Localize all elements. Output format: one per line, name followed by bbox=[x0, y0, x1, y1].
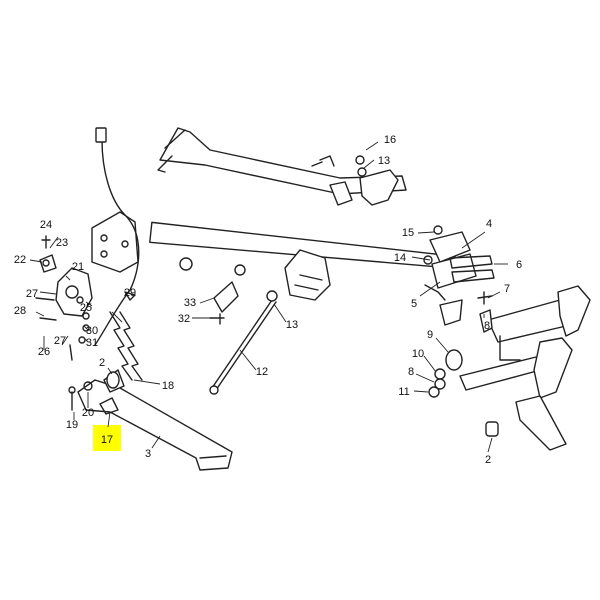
callout-label: 18 bbox=[162, 380, 174, 392]
callout-label: 24 bbox=[40, 219, 52, 231]
callout-label: 13 bbox=[286, 319, 298, 331]
brake-pedal bbox=[445, 337, 573, 451]
callout-label: 22 bbox=[14, 254, 26, 266]
callout-label: 2 bbox=[485, 454, 491, 466]
callout-label: 26 bbox=[38, 346, 50, 358]
gear-pedal bbox=[487, 285, 591, 361]
main-frame-tube bbox=[157, 127, 407, 206]
leader-lines bbox=[29, 141, 508, 453]
callout-highlight bbox=[93, 425, 121, 451]
frame-mount-bracket bbox=[91, 211, 139, 273]
callout-label: 7 bbox=[504, 283, 510, 295]
callout-label: 30 bbox=[86, 325, 98, 337]
callout-label: 32 bbox=[178, 313, 190, 325]
callout-labels: 16 13 15 4 14 6 24 23 22 21 27 25 29 28 … bbox=[14, 134, 522, 466]
callout-label: 14 bbox=[394, 252, 406, 264]
callout-label: 23 bbox=[56, 237, 68, 249]
callout-label: 12 bbox=[256, 366, 268, 378]
callout-label: 27 bbox=[54, 335, 66, 347]
pivot-bolt bbox=[68, 381, 93, 411]
callout-label: 5 bbox=[411, 298, 417, 310]
callout-label: 4 bbox=[486, 218, 492, 230]
callout-label: 33 bbox=[184, 297, 196, 309]
callout-label: 15 bbox=[402, 227, 414, 239]
callout-label: 20 bbox=[82, 407, 94, 419]
side-stand bbox=[77, 369, 233, 471]
callout-label: 3 bbox=[145, 448, 151, 460]
side-stand-pivot-assembly bbox=[35, 235, 93, 361]
side-stand-springs bbox=[109, 311, 143, 381]
washers-and-nuts bbox=[355, 155, 499, 437]
callout-label: 8 bbox=[484, 320, 490, 332]
callout-label: 29 bbox=[124, 287, 136, 299]
callout-label: 9 bbox=[427, 329, 433, 341]
callout-label: 28 bbox=[14, 305, 26, 317]
callout-label: 13 bbox=[378, 155, 390, 167]
callout-label: 11 bbox=[398, 386, 409, 398]
callout-label: 25 bbox=[80, 302, 92, 314]
lower-frame-tube bbox=[149, 221, 460, 301]
callout-label: 6 bbox=[516, 259, 522, 271]
callout-label: 10 bbox=[412, 348, 424, 360]
callout-label: 2 bbox=[99, 357, 105, 369]
switch-cable bbox=[94, 127, 140, 346]
callout-label: 16 bbox=[384, 134, 396, 146]
callout-label: 19 bbox=[66, 419, 78, 431]
callout-label: 8 bbox=[408, 366, 414, 378]
callout-label: 21 bbox=[72, 261, 84, 273]
callout-label-highlighted: 17 bbox=[101, 434, 113, 446]
spring-bracket bbox=[179, 257, 246, 325]
callout-label: 31 bbox=[86, 337, 98, 349]
stand-rod bbox=[209, 290, 278, 395]
callout-label: 27 bbox=[26, 288, 38, 300]
footrest-bracket-assembly bbox=[423, 225, 495, 326]
